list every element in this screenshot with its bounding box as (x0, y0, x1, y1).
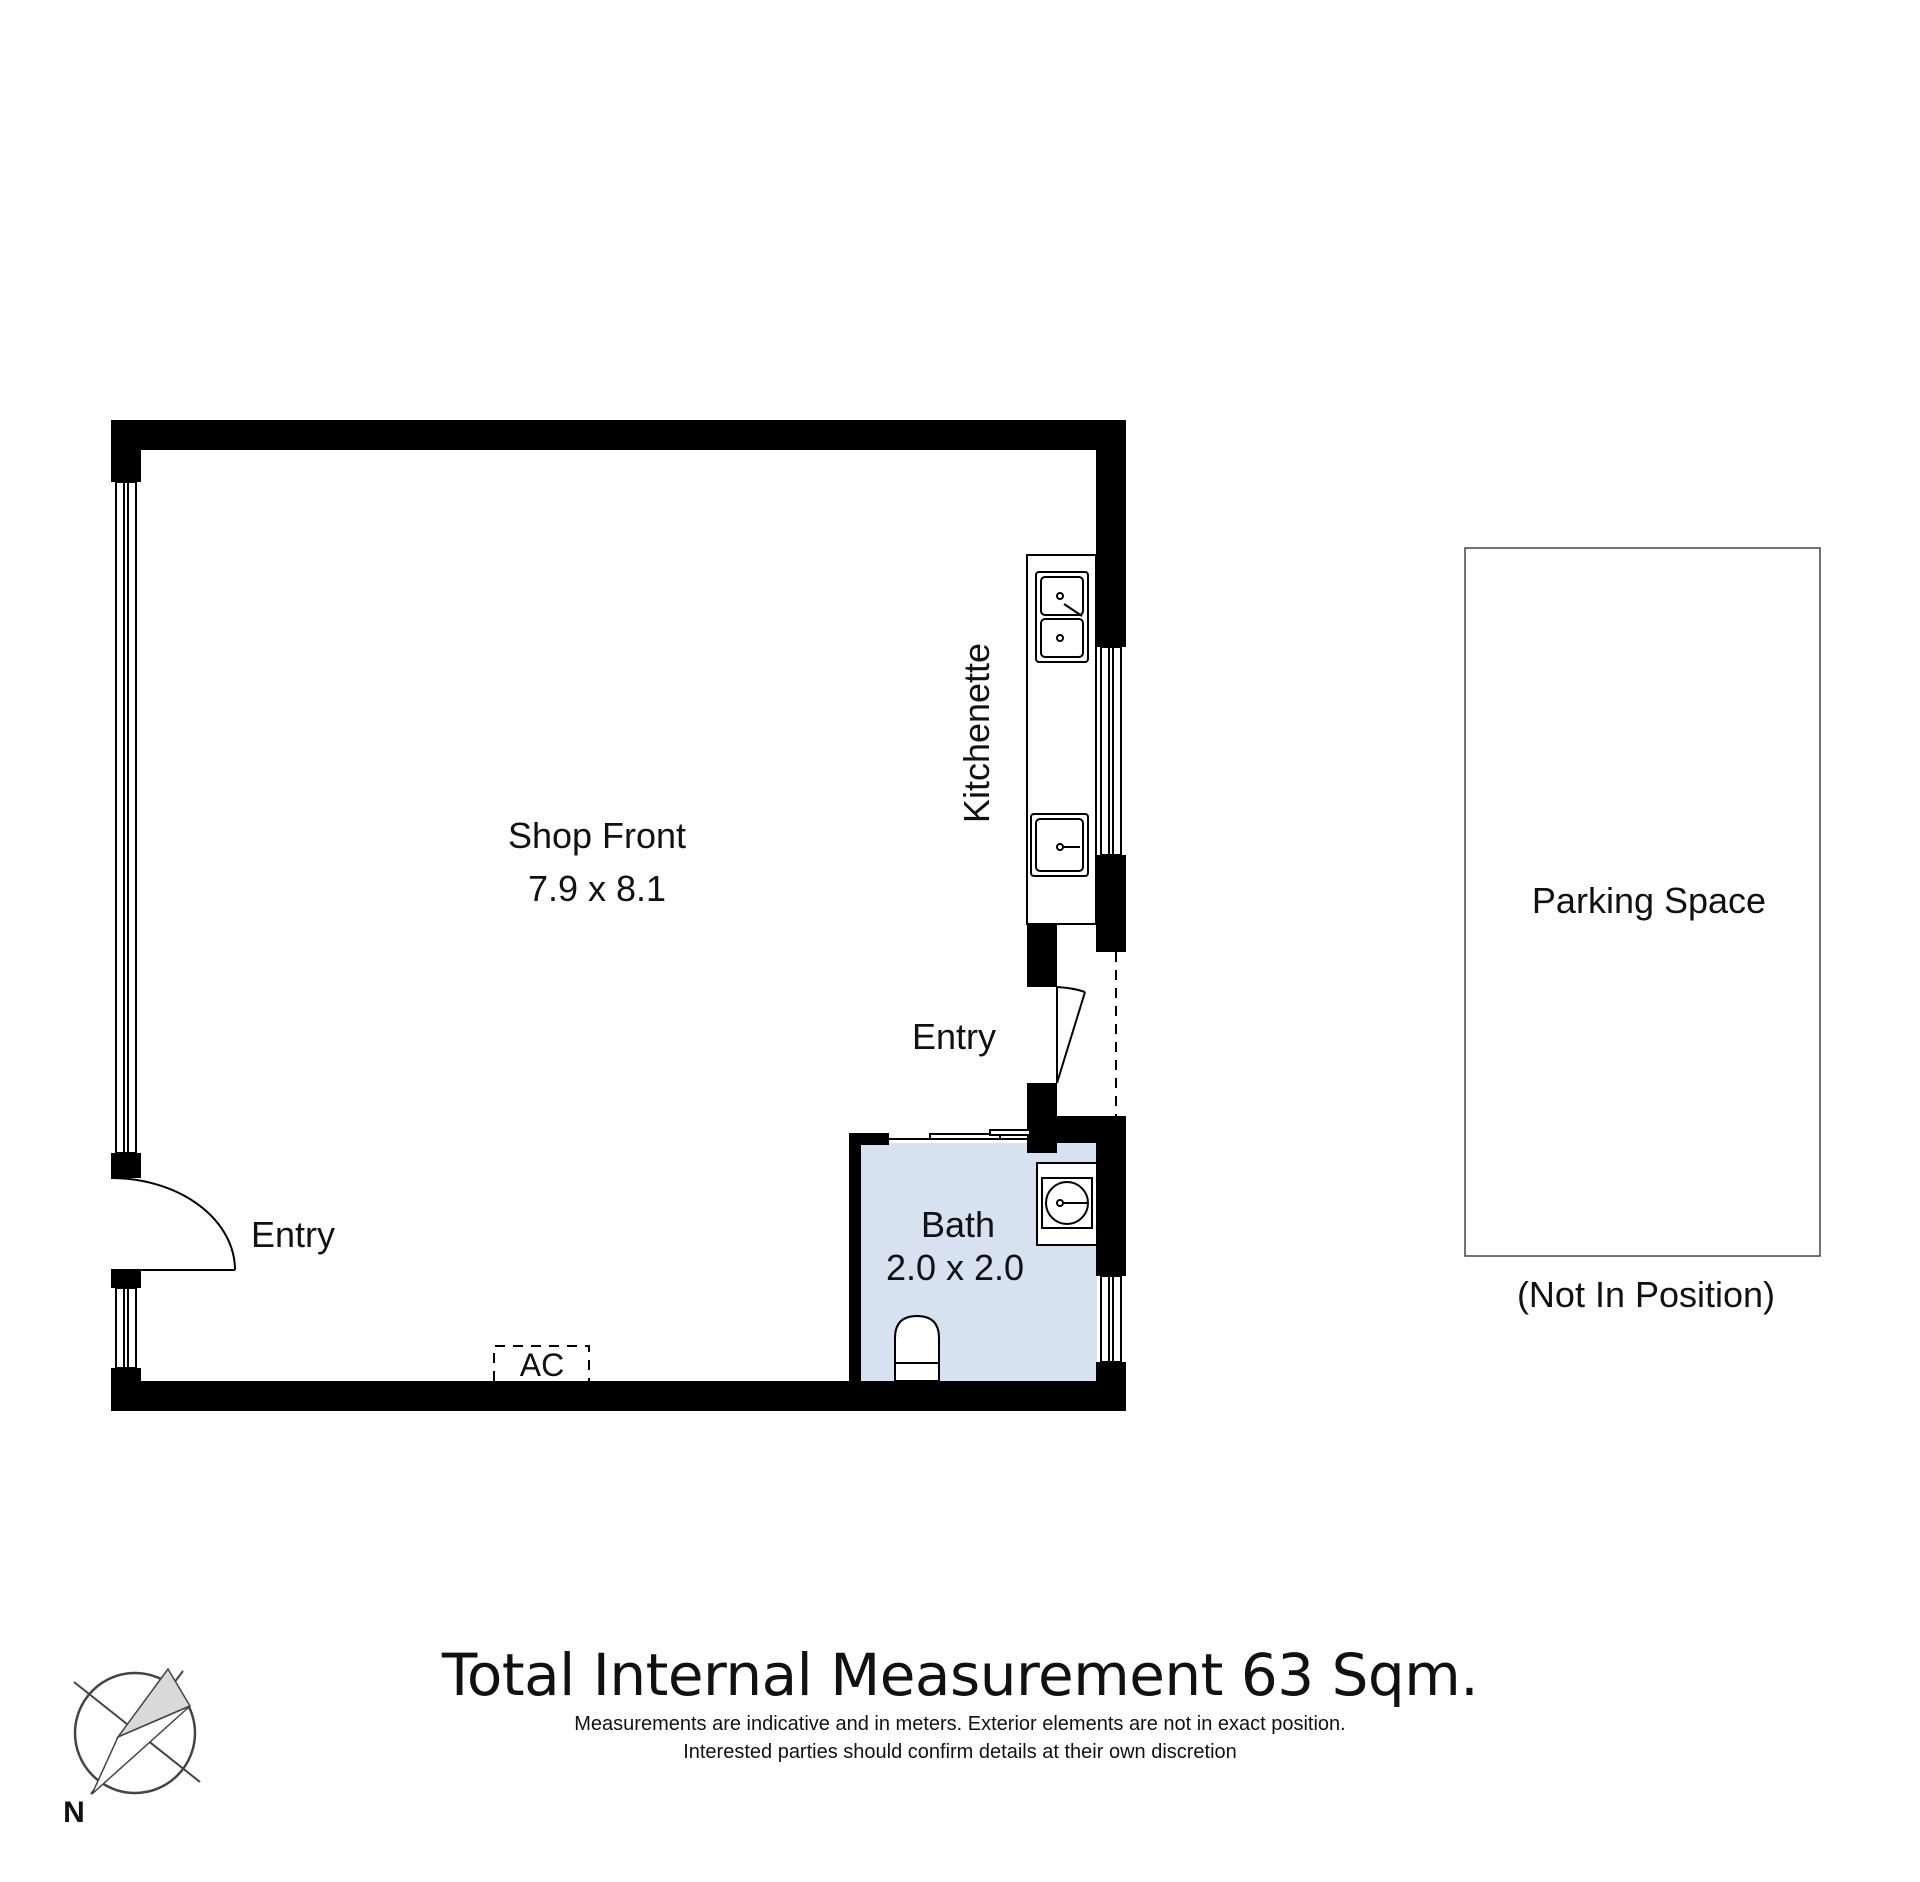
room-label-bath: Bath (921, 1204, 995, 1245)
window-kitchen (1100, 646, 1122, 856)
wall-left-bottom (111, 1368, 141, 1411)
kitchen-counter (1026, 554, 1097, 925)
room-label-entry-right: Entry (912, 1016, 996, 1057)
compass-icon (73, 1667, 201, 1795)
windows (115, 481, 1122, 1369)
parking-space (1464, 547, 1821, 1257)
door-left-entry (110, 1177, 236, 1271)
window-left-large (115, 481, 137, 1154)
room-size-shop-front: 7.9 x 8.1 (528, 868, 666, 909)
wall-entry-right-cap (1027, 1116, 1126, 1121)
bath-fixtures (894, 1162, 1098, 1382)
wall-right-mid (1096, 855, 1126, 952)
room-size-bath: 2.0 x 2.0 (886, 1247, 1024, 1288)
disclaimer-line-1: Measurements are indicative and in meter… (574, 1713, 1346, 1735)
walls (111, 420, 1126, 1411)
label-parking-note: (Not In Position) (1517, 1274, 1775, 1315)
double-sink-icon (1035, 571, 1089, 663)
wall-top (111, 420, 1126, 450)
wall-left-upper (111, 420, 141, 482)
wall-right-top (1096, 420, 1126, 647)
room-label-kitchenette: Kitchenette (956, 643, 997, 823)
door-right-entry (1056, 952, 1117, 1116)
wall-left-mid (111, 1153, 141, 1178)
window-left-small (115, 1287, 137, 1369)
label-parking-space: Parking Space (1532, 880, 1766, 921)
room-label-shop-front: Shop Front (508, 815, 686, 856)
wall-bath-left (849, 1133, 861, 1381)
window-bath (1100, 1275, 1122, 1363)
footer: Total Internal Measurement 63 Sqm. Measu… (0, 1640, 1920, 1766)
room-label-entry-left: Entry (251, 1214, 335, 1255)
single-sink-icon (1030, 813, 1089, 877)
wall-bottom (111, 1381, 1126, 1411)
wall-bath-corner (849, 1133, 889, 1145)
toilet-icon (894, 1314, 940, 1382)
wall-right-bottom (1096, 1362, 1126, 1411)
bath-sliding-door (889, 1129, 1031, 1140)
ac-unit (493, 1345, 590, 1381)
disclaimer-line-2: Interested parties should confirm detail… (683, 1741, 1237, 1763)
compass-north-label: N (63, 1796, 85, 1829)
label-ac: AC (520, 1347, 564, 1383)
total-measurement: Total Internal Measurement 63 Sqm. (441, 1641, 1479, 1709)
wall-entry-jamb-top (1027, 924, 1057, 987)
wall-left-lower (111, 1270, 141, 1288)
